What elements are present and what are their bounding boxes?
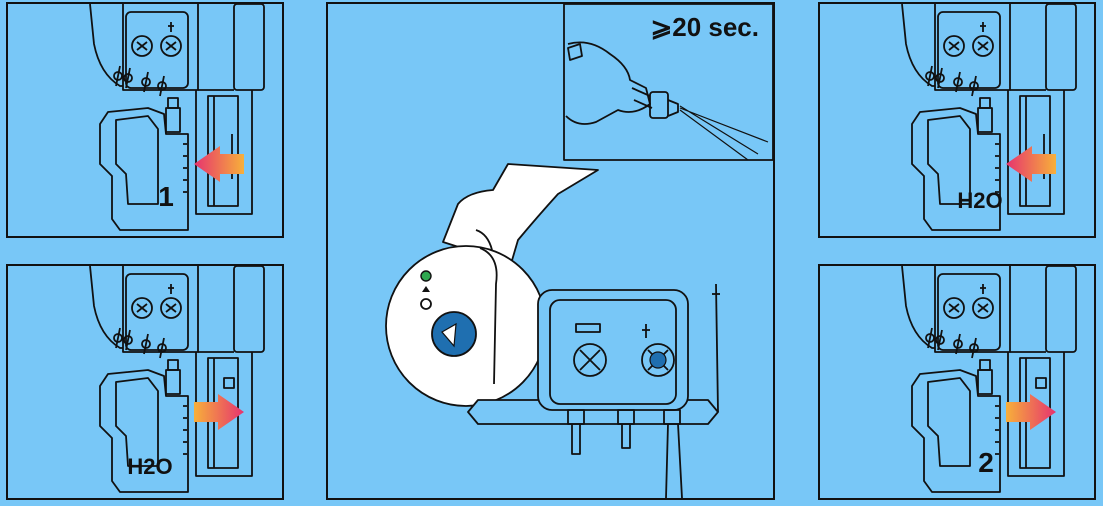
dispenser-illustration: 1	[89, 4, 265, 231]
canister	[911, 369, 1001, 493]
step-label: H2O	[957, 188, 1002, 213]
activation-illustration	[385, 4, 773, 498]
control-plate	[125, 11, 189, 89]
knob-left	[131, 35, 153, 57]
remove-arrow	[1006, 394, 1056, 430]
control-plate	[125, 273, 189, 351]
duration-label: ⩾20 sec.	[650, 12, 759, 42]
spray-inset	[563, 4, 773, 161]
housing-outline	[89, 4, 123, 87]
control-plate	[937, 11, 1001, 89]
activation-indicator-icon	[420, 270, 432, 282]
step-panel-insert-h2o: H2O	[818, 2, 1096, 238]
dispenser-illustration: H2O	[901, 4, 1077, 231]
spray-mist	[679, 105, 769, 161]
insert-arrow	[194, 146, 244, 182]
step-panel-insert-1: 1	[6, 2, 284, 238]
step-label: H2O	[127, 454, 172, 479]
remove-arrow	[194, 394, 244, 430]
knob-right	[160, 35, 182, 57]
step-panel-remove-h2o: H2O	[6, 264, 284, 500]
step-panel-remove-2: 2	[818, 264, 1096, 500]
canister	[911, 107, 1001, 231]
canister	[99, 369, 189, 493]
dispenser-unit	[537, 289, 689, 411]
canister	[99, 107, 189, 231]
control-plate	[937, 273, 1001, 351]
dispenser-illustration: H2O	[89, 266, 265, 493]
dispenser-illustration: 2	[901, 266, 1077, 493]
insert-arrow	[1006, 146, 1056, 182]
activation-panel: ⩾20 sec.	[326, 2, 775, 500]
step-label: 1	[158, 181, 174, 212]
step-label: 2	[978, 447, 994, 478]
